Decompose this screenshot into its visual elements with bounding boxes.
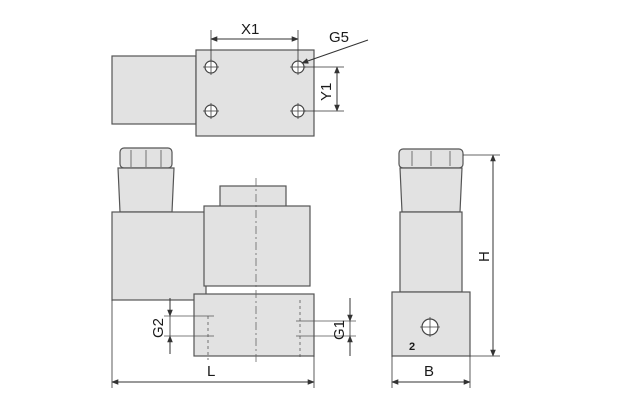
y1-label: Y1 <box>318 83 335 101</box>
connector-body <box>117 167 175 213</box>
x1-dimension: X1 <box>210 21 299 60</box>
x1-label: X1 <box>241 21 259 38</box>
g2-label: G2 <box>150 318 167 338</box>
b-label: B <box>424 363 434 380</box>
g1-dimension: G1 <box>331 298 353 356</box>
g2-dimension: G2 <box>150 298 173 354</box>
coil-housing <box>111 211 207 301</box>
mounting-hole-top-left <box>203 59 219 75</box>
front-view: G2 G1 L <box>111 147 356 388</box>
l-label: L <box>207 363 215 380</box>
mounting-hole-top-right <box>290 59 306 75</box>
top-view: X1 G5 Y1 <box>111 21 369 137</box>
right-port-lines <box>296 300 356 360</box>
side-connector-body <box>399 167 463 213</box>
mounting-hole-bottom-left <box>203 103 219 119</box>
armature-tube <box>219 185 287 209</box>
l-dimension: L <box>111 300 315 388</box>
port-2-label: 2 <box>409 341 415 353</box>
y1-dimension: Y1 <box>304 66 344 112</box>
h-dimension: H <box>463 154 500 357</box>
connector-nut <box>119 147 173 169</box>
g5-leader: G5 <box>301 29 369 64</box>
side-view: 2 B H <box>391 148 500 388</box>
side-coil <box>399 211 463 293</box>
top-view-coil-housing <box>111 55 197 125</box>
h-label: H <box>476 251 493 262</box>
port-2-symbol <box>420 317 440 337</box>
valve-body <box>193 293 315 357</box>
b-dimension: B <box>391 356 471 388</box>
coil-body <box>203 205 311 287</box>
side-connector-nut <box>398 148 464 169</box>
g1-label: G1 <box>331 320 348 340</box>
g5-label: G5 <box>329 29 349 46</box>
